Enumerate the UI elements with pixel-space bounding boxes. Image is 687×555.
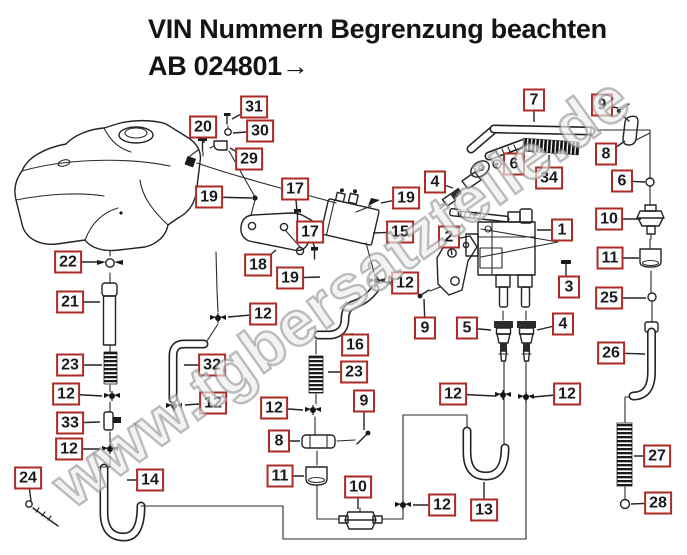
u-hose — [462, 426, 510, 481]
left-column-parts — [25, 249, 146, 542]
connector-4 — [517, 321, 536, 362]
center-column-parts — [301, 339, 404, 530]
leader-line — [202, 126, 205, 144]
leader-line — [605, 140, 626, 155]
leader-lines — [27, 100, 659, 510]
leader-line — [630, 502, 659, 505]
fuel-pipe-assembly — [439, 103, 651, 210]
leader-line — [536, 323, 564, 331]
canister-part-15 — [320, 188, 380, 246]
leader-line — [27, 477, 32, 502]
hose-clamp — [104, 391, 120, 401]
tank-top-fittings — [189, 113, 337, 204]
center-hoses — [168, 251, 380, 404]
leader-line — [232, 130, 261, 134]
leader-line — [610, 352, 646, 355]
leader-line — [423, 298, 426, 329]
valve-bracket — [383, 235, 478, 299]
right-column-parts — [616, 177, 665, 510]
hose-clamp — [369, 276, 385, 286]
diagram-title: VIN Nummern Begrenzung beachten AB 02480… — [148, 14, 607, 82]
fuel-valve-assembly — [449, 207, 571, 308]
leader-line — [227, 313, 264, 318]
leader-line — [434, 181, 454, 189]
leader-line — [184, 402, 214, 406]
leader-line — [351, 332, 356, 346]
diagram-title-line1: VIN Nummern Begrenzung beachten — [148, 14, 607, 44]
fuel-tank-drawing — [14, 119, 202, 252]
leader-line — [380, 197, 407, 204]
connector-5 — [494, 321, 513, 362]
hose-clamp — [495, 390, 511, 400]
leader-line — [65, 393, 103, 397]
hose-clamp — [518, 392, 534, 402]
leader-line — [452, 393, 496, 397]
leader-line — [231, 106, 255, 120]
hose-clamp — [102, 444, 118, 454]
mounting-bracket — [240, 195, 380, 260]
leader-line — [384, 281, 406, 284]
leader-line — [273, 407, 304, 411]
hose-clamp — [166, 401, 182, 411]
routing-lines — [140, 129, 653, 540]
leader-line — [257, 249, 277, 266]
leader-line — [566, 276, 570, 288]
leader-line — [289, 276, 321, 279]
leader-line — [621, 180, 646, 183]
leader-line — [69, 421, 101, 424]
leader-line — [532, 393, 568, 398]
leader-line — [372, 231, 401, 234]
hose-clamp — [210, 313, 226, 323]
leader-line — [601, 104, 619, 109]
leader-line — [466, 327, 492, 331]
leader-line — [208, 196, 253, 199]
diagram-title-line2: AB 024801→ — [148, 51, 309, 81]
hose-clamp — [305, 405, 321, 415]
hose-clamp — [395, 500, 411, 510]
hose-clamps — [102, 276, 534, 510]
